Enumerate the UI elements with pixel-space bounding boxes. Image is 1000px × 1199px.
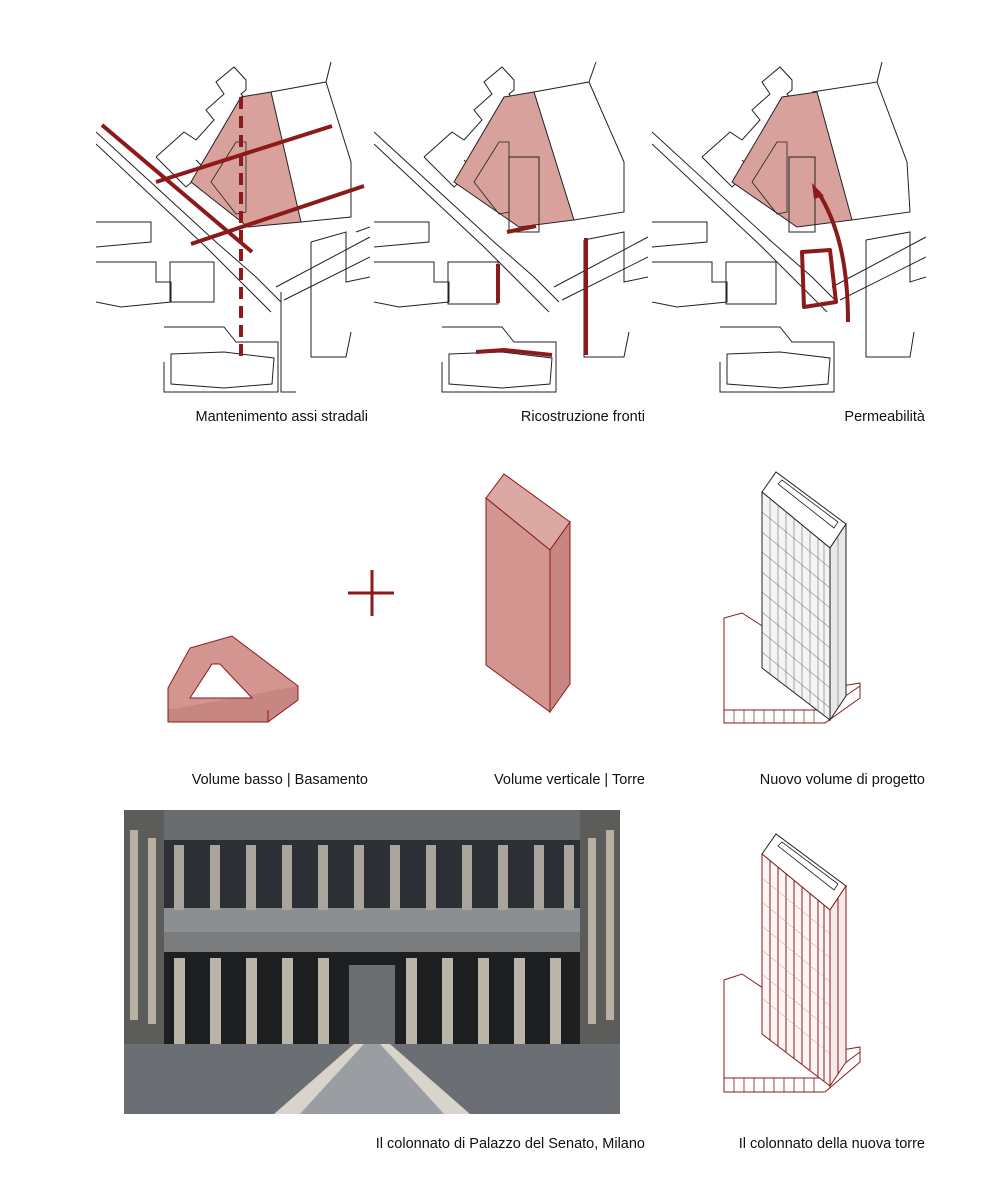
caption-tower-colonnade: Il colonnato della nuova torre: [738, 1136, 925, 1152]
caption-senate-colonnade: Il colonnato di Palazzo del Senato, Mila…: [375, 1136, 645, 1152]
site-plan-permeability: [652, 62, 926, 393]
plus-icon: [348, 570, 394, 616]
caption-map-permeability: Permeabilità: [844, 409, 925, 425]
caption-map-axes: Mantenimento assi stradali: [195, 409, 368, 425]
caption-new-volume: Nuovo volume di progetto: [759, 772, 925, 788]
caption-base-volume: Volume basso | Basamento: [191, 772, 368, 788]
new-volume-axonometric: [723, 471, 861, 724]
arrow-icon: [816, 190, 850, 323]
site-plan-axes: [96, 62, 370, 393]
tower-volume-axonometric: [485, 473, 571, 714]
caption-tower-volume: Volume verticale | Torre: [494, 772, 645, 788]
caption-map-fronts: Ricostruzione fronti: [520, 409, 645, 425]
base-volume-axonometric: [167, 635, 299, 723]
new-tower-colonnade-axonometric: [723, 833, 861, 1093]
palazzo-senato-photo: [124, 810, 620, 1114]
site-plan-fronts: [374, 62, 648, 393]
